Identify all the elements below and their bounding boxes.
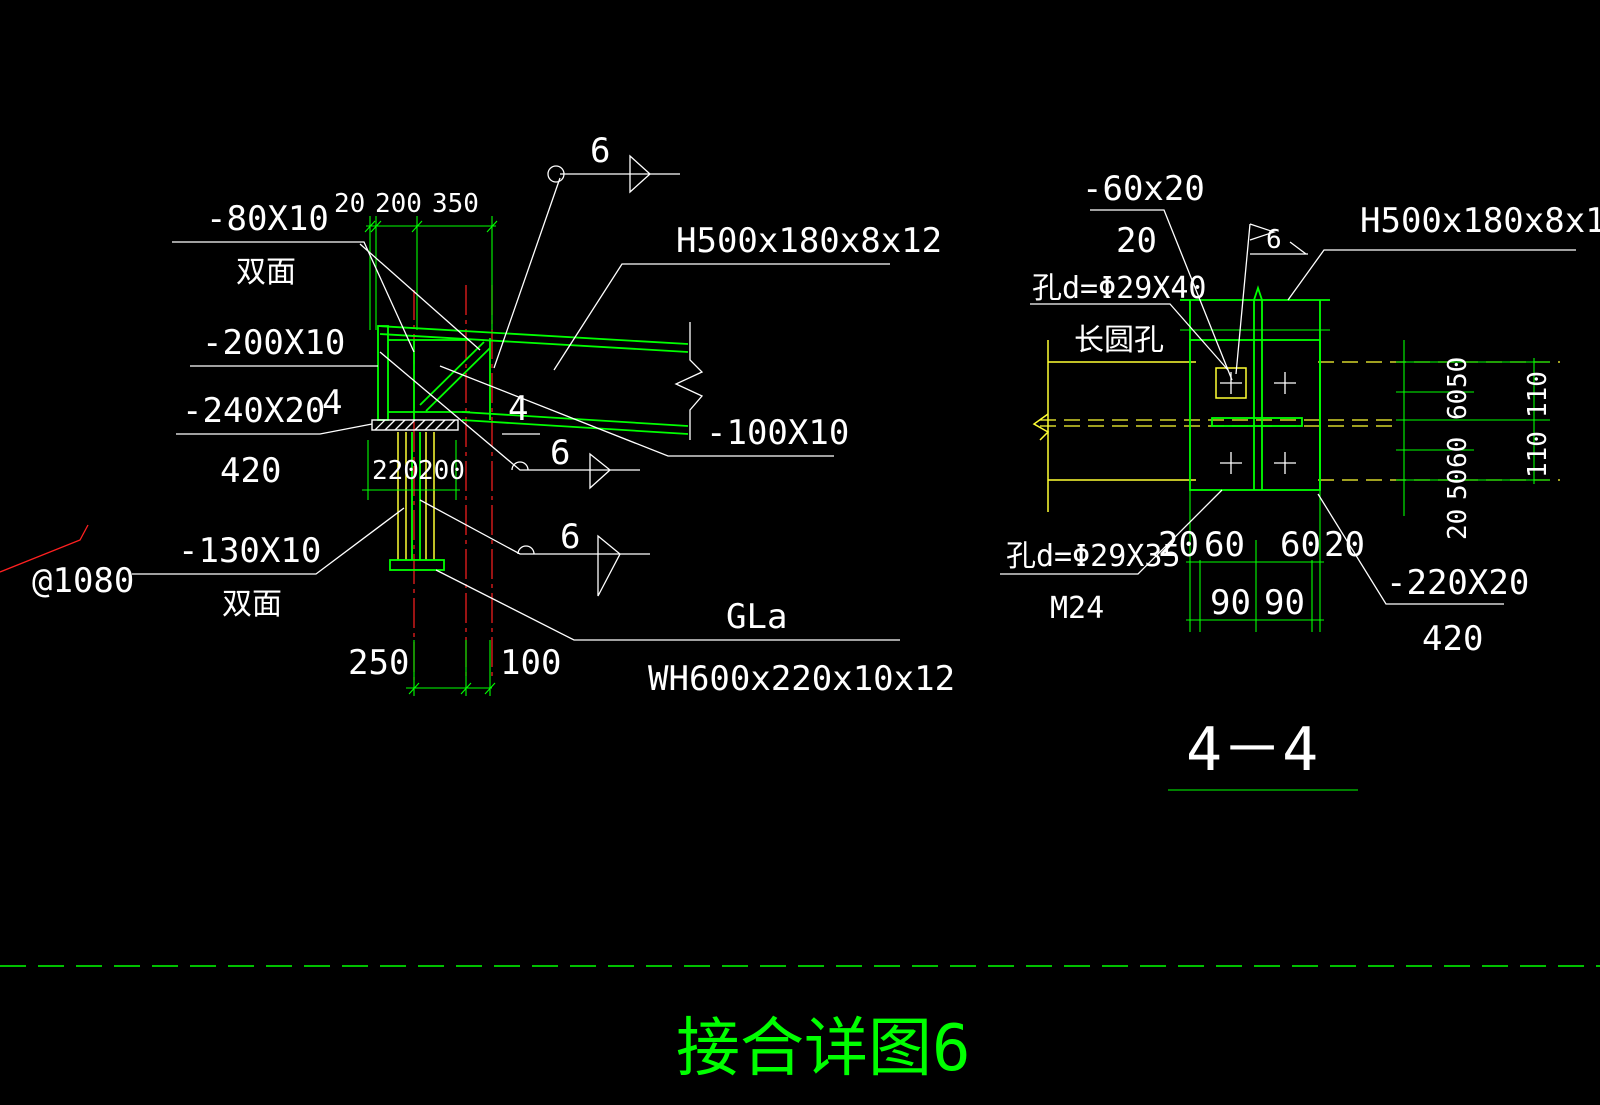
dim-label: 50 [1443, 357, 1473, 388]
dim-label: 350 [432, 189, 479, 219]
dim-label: 110 [1523, 371, 1553, 418]
red-polyline [0, 524, 89, 573]
hole-label: 孔d=Φ29X35 [1006, 539, 1181, 574]
plate-note: 双面 [222, 587, 282, 622]
dimension-mid: 220 200 [362, 440, 465, 500]
spacing-label: @1080 [32, 561, 134, 601]
leader-lines [132, 173, 900, 641]
weld-size-label: 6 [550, 433, 570, 473]
slot-hole [1215, 367, 1247, 399]
dim-label: 60 [1204, 525, 1245, 565]
weld-flag-icon [1249, 223, 1277, 241]
plate-size-label: 420 [220, 451, 281, 491]
bolt-marks [1220, 372, 1296, 474]
bolt-label: M24 [1050, 591, 1104, 626]
leader-lines-right: 6 [1000, 209, 1576, 605]
dim-label: 60 [1443, 437, 1473, 468]
plate-label: -60x20 [1082, 169, 1205, 209]
plate-label: -100X10 [706, 413, 849, 453]
plate-size-label: 420 [1422, 619, 1483, 659]
end-plate [1189, 339, 1321, 491]
column-label: GLa [726, 597, 787, 637]
dimension-bottom-right: 20 60 60 20 90 90 [1158, 490, 1365, 632]
dim-label: 250 [348, 643, 409, 683]
dim-label: 20 [334, 189, 365, 219]
drawing-title: 接合详图6 [676, 1012, 971, 1086]
weld-size-label: 6 [560, 517, 580, 557]
weld-flag-icon [589, 452, 612, 490]
dim-label: 200 [375, 189, 422, 219]
plate-label: -220X20 [1386, 563, 1529, 603]
dim-label: 110 [1523, 431, 1553, 478]
weld-size-label: 4 [322, 383, 342, 423]
end-plate-assembly [371, 325, 491, 431]
base-plate-hatched [371, 419, 459, 431]
section-label: 4－4 [1186, 715, 1318, 785]
plate-label: -80X10 [206, 199, 329, 239]
section-4-4-view: 20 60 60 20 90 90 20 50 60 60 50 110 110 [1000, 169, 1600, 791]
plate-label: -130X10 [178, 531, 321, 571]
left-elevation-view: 20 200 350 [0, 131, 955, 699]
column-gla [389, 432, 445, 571]
column-section-label: WH600x220x10x12 [648, 659, 955, 699]
dim-label: 100 [500, 643, 561, 683]
dim-label: 200 [418, 456, 465, 486]
dim-label: 60 [1443, 389, 1473, 420]
weld-size-label: 4 [508, 389, 528, 429]
dim-label: 20 [1443, 509, 1473, 540]
plate-note: 双面 [236, 255, 296, 290]
dimension-top: 20 200 350 [334, 189, 498, 330]
hole-label: 孔d=Φ29X40 [1032, 271, 1207, 306]
weld-circle-icon [517, 545, 535, 555]
weld-size-label: 6 [1266, 225, 1282, 255]
dim-label: 90 [1264, 583, 1305, 623]
plate-label: -240X20 [182, 391, 325, 431]
weld-circle-icon [511, 461, 529, 471]
slot-note: 长圆孔 [1074, 323, 1164, 358]
weld-flag-icon [629, 154, 651, 194]
beam-label: H500x180x8x12 [1360, 201, 1600, 241]
weld-flag-icon [597, 534, 621, 597]
weld-circle-icon [547, 165, 565, 183]
dim-label: 20 [1158, 525, 1199, 565]
dim-label: 50 [1443, 469, 1473, 500]
dimension-bottom: 250 100 [348, 640, 561, 696]
dim-label: 60 [1280, 525, 1321, 565]
weld-symbols: 6 6 6 4 4 [322, 131, 651, 597]
plate-label: -200X10 [202, 323, 345, 363]
dim-label: 90 [1210, 583, 1251, 623]
weld-symbol-icon [1289, 241, 1307, 255]
weld-size-label: 6 [590, 131, 610, 171]
beam-label: H500x180x8x12 [676, 221, 942, 261]
dimension-side-right: 20 50 60 60 50 110 110 [1396, 340, 1553, 540]
plate-size-label: 20 [1116, 221, 1157, 261]
dim-label: 220 [372, 456, 419, 486]
